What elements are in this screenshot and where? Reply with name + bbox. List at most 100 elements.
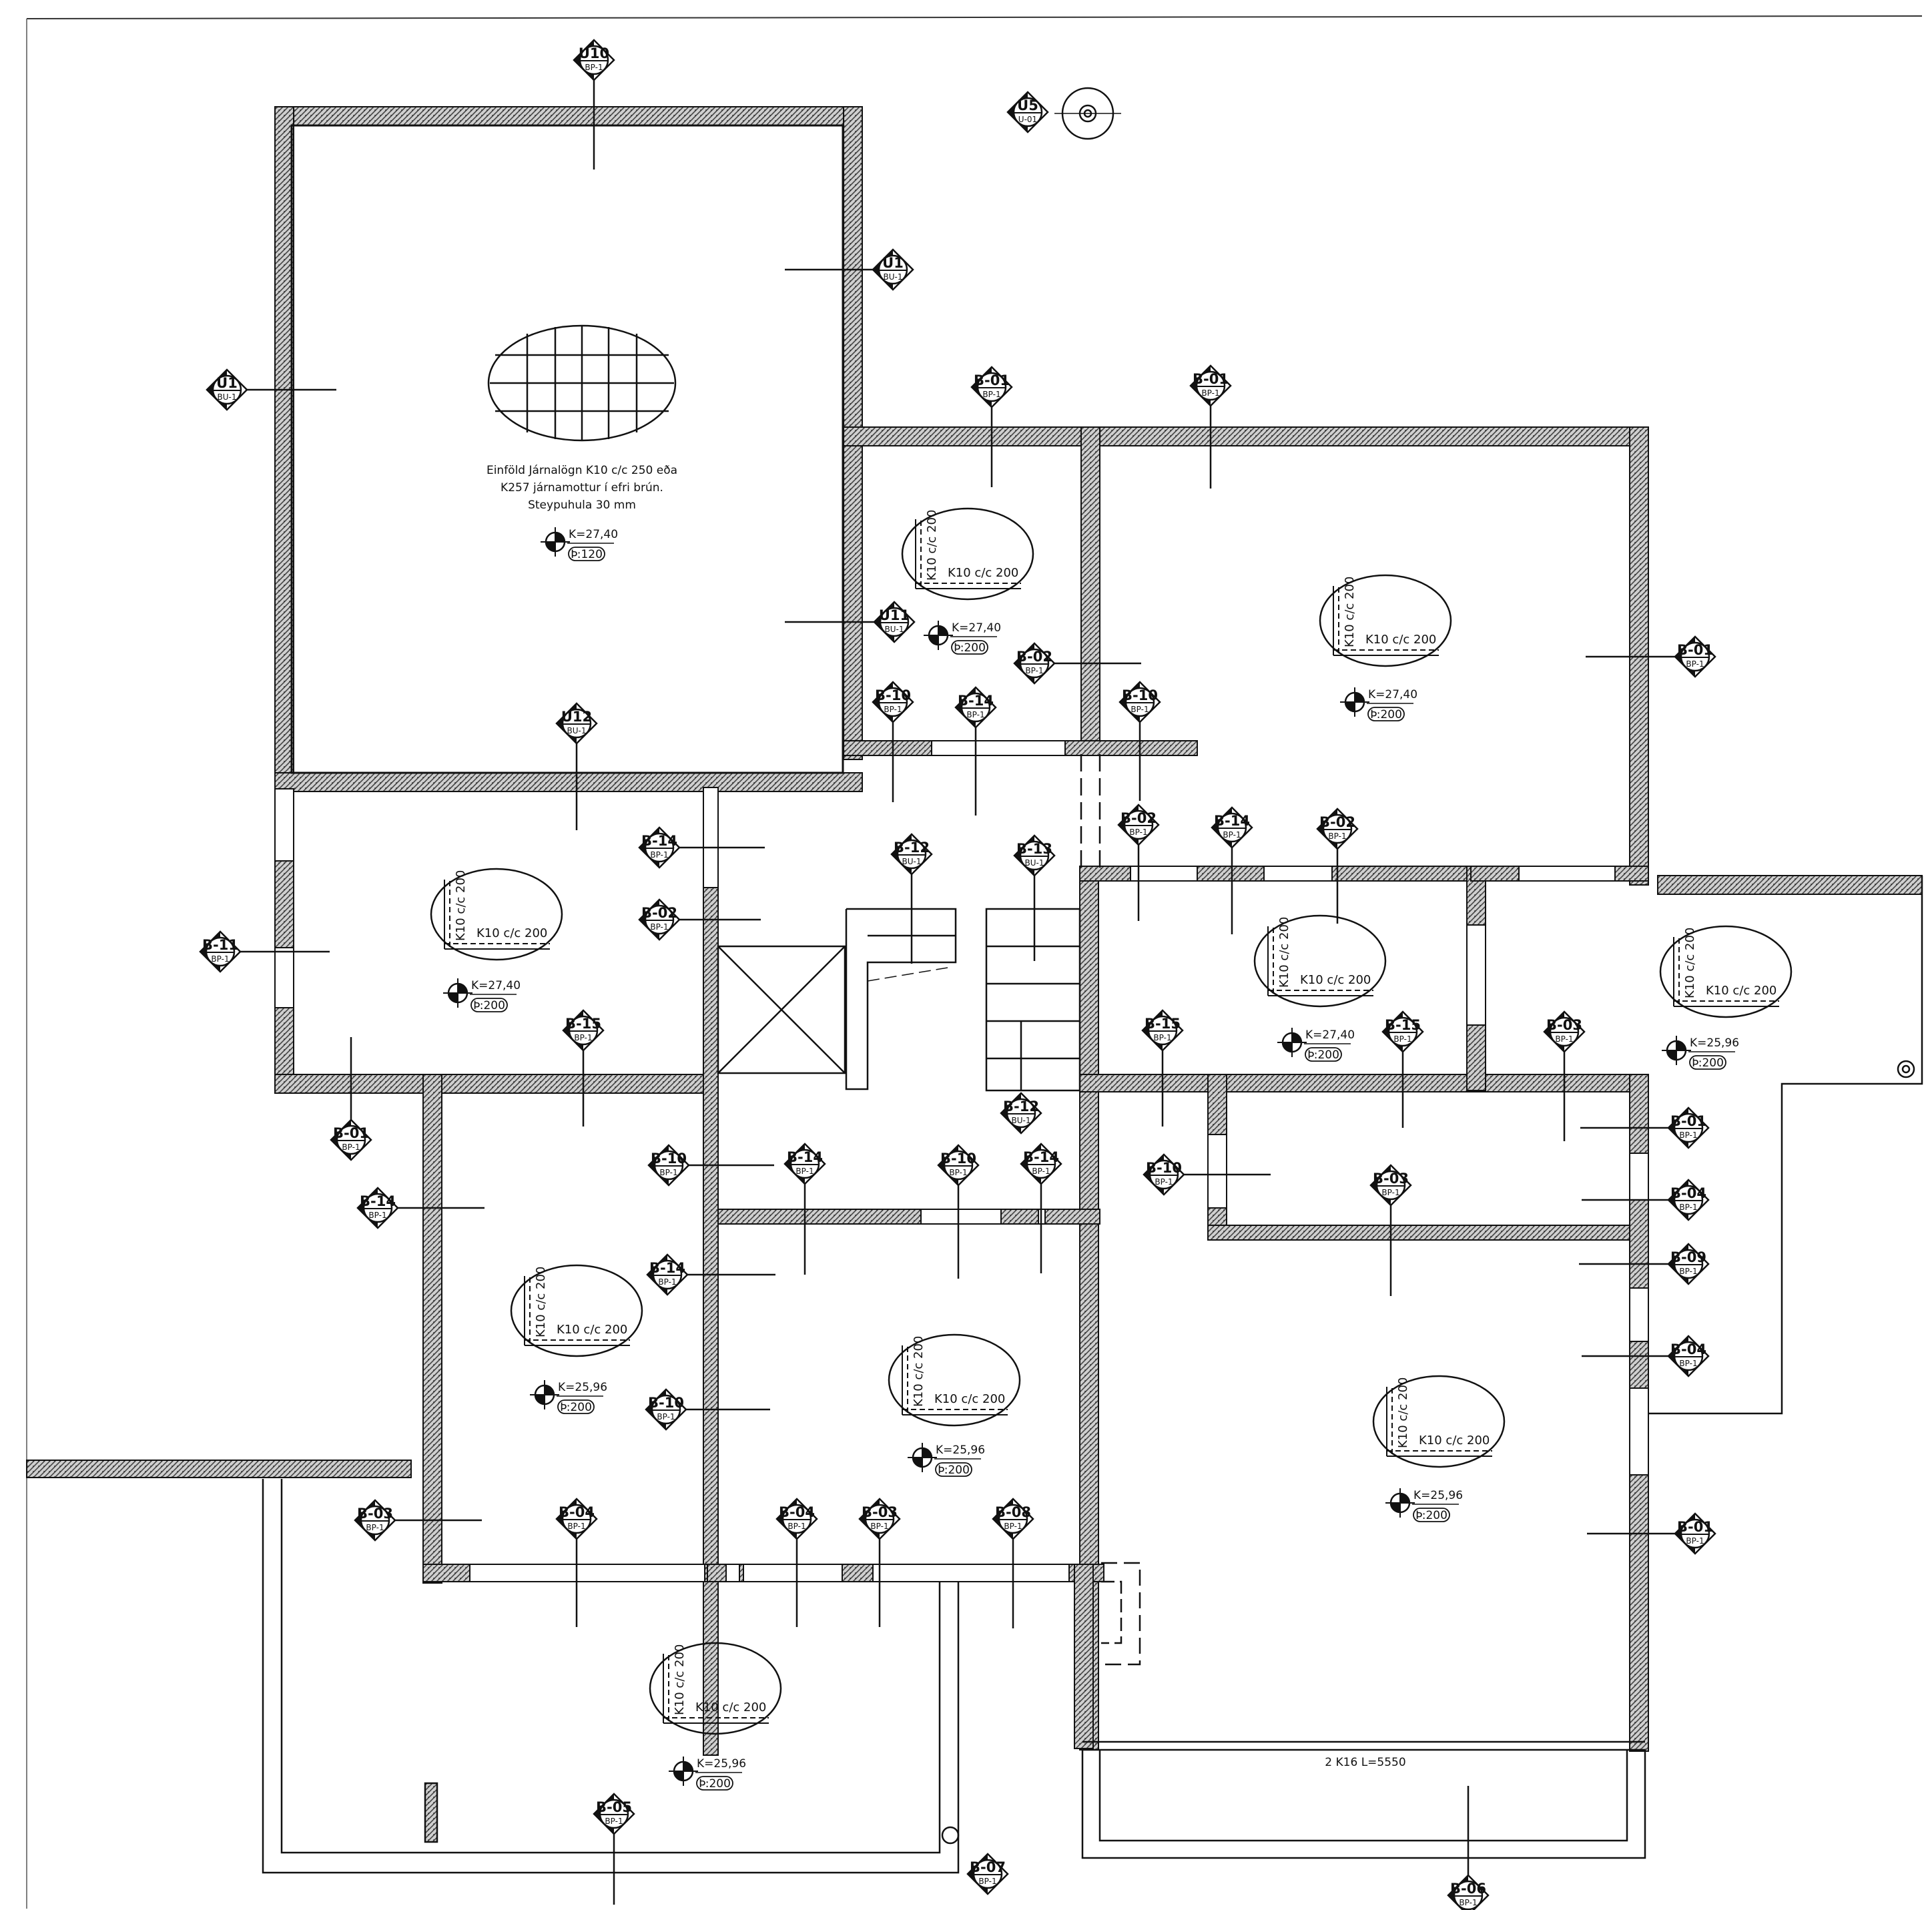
- opening: [703, 787, 719, 888]
- marker-id: B-14: [1023, 1149, 1059, 1165]
- marker-ref: BP-1: [211, 954, 229, 964]
- marker-ref: BP-1: [567, 1522, 585, 1531]
- slab-note-line-2: K257 járnamottur í efri brún.: [501, 481, 663, 495]
- opening: [725, 1564, 740, 1582]
- level-slab-thickness: Þ:200: [954, 641, 986, 655]
- level-elevation: K=27,40: [1368, 688, 1417, 701]
- rebar-label-horizontal: K10 c/c 200: [934, 1392, 1005, 1406]
- opening: [1263, 866, 1333, 882]
- level-mark: K=25,96Þ:200: [908, 1443, 985, 1477]
- marker-ref: BP-1: [978, 1877, 996, 1886]
- wall-segment: [717, 1209, 1100, 1225]
- marker-id: U5: [1017, 97, 1038, 113]
- rebar-label-vertical: K10 c/c 200: [534, 1267, 548, 1337]
- marker-id: B-14: [360, 1193, 396, 1209]
- wall-segment: [1074, 1564, 1094, 1749]
- marker-ref: BP-1: [658, 1277, 676, 1287]
- level-mark: K=27,40Þ:120: [541, 527, 618, 561]
- marker-id: B-02: [1120, 810, 1157, 826]
- marker-ref: BP-1: [787, 1522, 806, 1531]
- marker-id: B-10: [651, 1151, 687, 1167]
- marker-id: B-12: [1003, 1098, 1039, 1115]
- marker-id: B-01: [1193, 371, 1229, 387]
- rebar-label-vertical: K10 c/c 200: [1277, 917, 1291, 988]
- rebar-label-horizontal: K10 c/c 200: [1300, 973, 1371, 987]
- marker-ref: BP-1: [949, 1168, 967, 1177]
- marker-id: B-14: [641, 833, 677, 849]
- marker-ref: BP-1: [1459, 1898, 1477, 1907]
- marker-id: B-10: [1122, 687, 1158, 703]
- wall-segment: [707, 1564, 727, 1582]
- level-mark: K=27,40Þ:200: [924, 621, 1001, 655]
- level-marks: K=27,40Þ:120K=27,40Þ:200K=27,40Þ:200K=27…: [443, 527, 1739, 1791]
- marker-id: B-08: [995, 1504, 1031, 1520]
- marker-id: B-02: [1016, 649, 1052, 665]
- marker-id: B-04: [559, 1504, 595, 1520]
- rebar-label-horizontal: K10 c/c 200: [1365, 633, 1436, 647]
- level-elevation: K=27,40: [952, 621, 1001, 635]
- marker-ref: BP-1: [1201, 388, 1219, 398]
- marker-id: B-04: [1670, 1341, 1706, 1357]
- marker-id: U1: [216, 375, 238, 391]
- sheet-border: [26, 15, 1923, 1909]
- marker-id: B-11: [202, 937, 238, 953]
- rebar-label-horizontal: K10 c/c 200: [1706, 984, 1777, 998]
- marker-ref: BP-1: [1328, 832, 1346, 841]
- rebar-label-horizontal: K10 c/c 200: [695, 1700, 766, 1714]
- marker-ref: BU-1: [567, 726, 587, 735]
- level-mark: K=25,96Þ:200: [669, 1757, 746, 1791]
- marker-id: B-07: [970, 1859, 1006, 1875]
- slab-note-line-3: Steypuhula 30 mm: [528, 499, 636, 512]
- rebar-label-vertical: K10 c/c 200: [1343, 577, 1357, 647]
- opening: [274, 788, 294, 862]
- marker-ref: BP-1: [1032, 1167, 1050, 1176]
- marker-ref: BP-1: [1679, 1203, 1697, 1212]
- marker-ref: BP-1: [1381, 1188, 1399, 1197]
- marker-ref: BU-1: [884, 272, 903, 282]
- slab-note-line-1: Einföld Járnalögn K10 c/c 250 eða: [487, 464, 677, 477]
- wall-segment: [274, 106, 294, 1092]
- marker-ref: BP-1: [657, 1412, 675, 1421]
- opening: [274, 947, 294, 1008]
- marker-id: B-15: [1145, 1016, 1181, 1032]
- marker-ref: BP-1: [650, 850, 668, 860]
- marker-ref: BP-1: [966, 710, 984, 719]
- wall-segment: [703, 787, 719, 1756]
- openings: [274, 740, 1649, 1582]
- marker-ref: BP-1: [982, 390, 1000, 399]
- marker-id: B-02: [1319, 814, 1355, 830]
- level-mark: K=25,96Þ:200: [530, 1380, 607, 1414]
- marker-id: B-14: [1214, 813, 1250, 829]
- level-slab-thickness: Þ:200: [1370, 708, 1402, 721]
- marker-id: B-09: [1670, 1249, 1706, 1265]
- opening: [1130, 866, 1198, 882]
- slab-note: Einföld Járnalögn K10 c/c 250 eða K257 j…: [487, 464, 677, 512]
- opening: [920, 1209, 1002, 1225]
- marker-id: B-03: [862, 1504, 898, 1520]
- rebar-label-vertical: K10 c/c 200: [925, 510, 939, 581]
- level-slab-thickness: Þ:200: [1307, 1048, 1339, 1062]
- marker-id: B-14: [958, 693, 994, 709]
- level-slab-thickness: Þ:200: [938, 1464, 970, 1477]
- marker-ref: BP-1: [884, 705, 902, 714]
- level-mark: K=27,40Þ:200: [443, 978, 521, 1012]
